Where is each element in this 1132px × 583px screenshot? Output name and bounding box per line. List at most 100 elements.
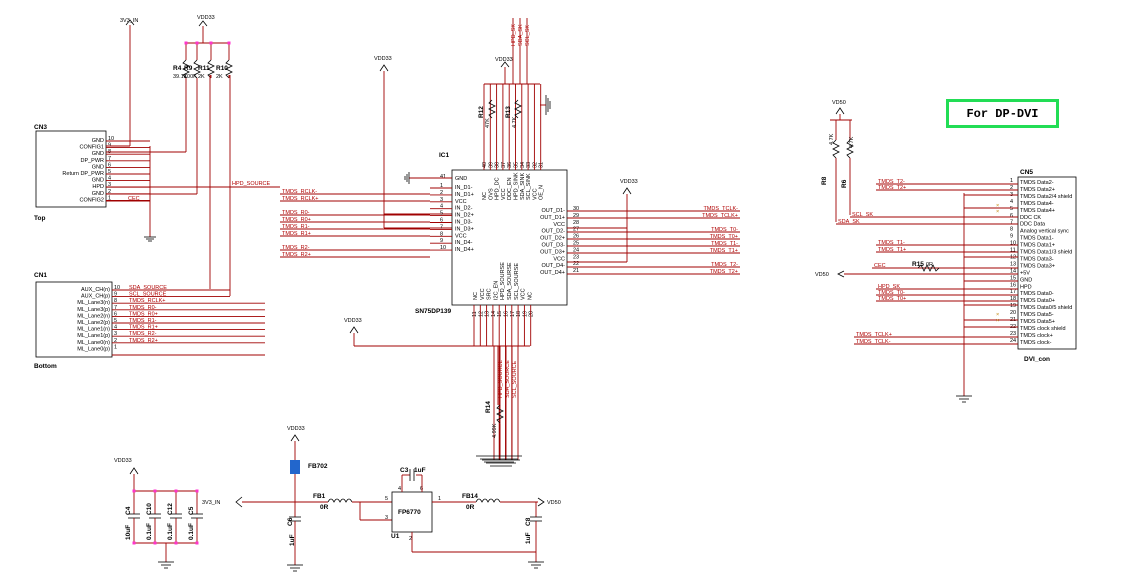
u1-pin1: 1: [438, 496, 441, 502]
cn5-pin-name: TMDS Data5+: [1020, 319, 1055, 325]
ic1-left-pin-num: 41: [440, 174, 446, 180]
ic1-bottom-pin-name: SCL_SOURSE: [514, 263, 520, 300]
vdd33-label-top: VDD33: [197, 15, 215, 21]
cn3-pin-num: 4: [108, 176, 111, 182]
ic1-part: SN75DP139: [415, 308, 452, 315]
ic1-top-pin-num: 36: [507, 162, 513, 168]
ic1-left-pin-num: 7: [440, 224, 443, 230]
vdd33-label-right: VDD33: [620, 179, 638, 185]
r15-ref: R15: [912, 261, 924, 268]
ic1-right-pin-num: 23: [573, 254, 579, 260]
cn3-pin-num: 5: [108, 169, 111, 175]
cn3-pin-num: 2: [108, 189, 111, 195]
cn3-pin-name: GND: [92, 164, 104, 170]
ic1-bottom-pin-name: VCC: [480, 288, 486, 300]
left-net-label: TMDS_RCLK-: [282, 189, 317, 195]
cn5-pin-num: 11: [1010, 248, 1016, 254]
ic1-top-pin-num: 37: [501, 162, 507, 168]
ic1-bottom-pin-num: 14: [491, 311, 497, 317]
ic1-top-pin-name: VCC: [501, 188, 507, 200]
ic1-right-pin-name: OUT_D2+: [540, 236, 565, 242]
cn1-body: [35, 281, 113, 358]
cn3-pin-num: 3: [108, 182, 111, 188]
ic1-top-pin-num: 40: [482, 162, 488, 168]
c8-ref: C8: [525, 517, 532, 526]
cn5-net-label: TMDS_T1+: [878, 247, 906, 253]
right-net-label: TMDS_T0-: [711, 227, 738, 233]
ic1-left-pin-name: IN_D4+: [455, 247, 474, 253]
top-bus-label: SCL_SK: [525, 25, 531, 46]
cn5-net-label: TMDS_T1-: [878, 240, 905, 246]
r6-val: 4.7K: [849, 136, 855, 148]
r12-r13: R12 47K R13 4.7K: [478, 95, 551, 128]
cn3-pin-name: GND: [92, 138, 104, 144]
u1-pin5: 5: [385, 496, 388, 502]
cn5-pin-name: TMDS Data1+: [1020, 243, 1055, 249]
fb1-ref: FB1: [313, 493, 326, 500]
r14-val: 4.99K: [492, 423, 498, 438]
cn5-ref: CN5: [1020, 169, 1033, 176]
cn1-pin-num: 2: [114, 338, 117, 344]
cn5-pin-name: TMDS Data2/4 shield: [1020, 194, 1072, 200]
ic1-bottom-pin-num: 15: [497, 311, 503, 317]
nc-mark: ×: [996, 318, 999, 324]
ic1-left-pin-num: 6: [440, 218, 443, 224]
c3-ref: C3: [400, 467, 409, 474]
cn5-pin-name: TMDS Data2-: [1020, 180, 1054, 186]
cn5-net-label: TMDS_TCLK-: [856, 339, 891, 345]
cn1-net-label: TMDS_R0+: [129, 311, 158, 317]
cn5-pin-name: Analog vertical sync: [1020, 229, 1069, 235]
u1-pin6: 6: [420, 486, 423, 492]
ic1-left-pin-name: VCC: [455, 233, 467, 239]
ic1-left-pin-name: IN_D1-: [455, 185, 473, 191]
ic1-right-pin-num: 22: [573, 261, 579, 267]
ic1-bottom-pin-num: 18: [516, 311, 522, 317]
r14-ref: R14: [485, 401, 492, 413]
vdd33-label-caps: VDD33: [114, 458, 132, 464]
cn5-net-label: SCL_SK: [852, 212, 873, 218]
hpd-source-net-label: HPD_SOURCE: [232, 181, 271, 187]
ic1-top-pin-num: 34: [520, 162, 526, 168]
r10-ref: R10: [216, 65, 228, 72]
cn5-pin-name: TMDS Data4-: [1020, 201, 1054, 207]
ic1-top-pin-num: 38: [495, 162, 501, 168]
ic1-right-pin-num: 24: [573, 247, 579, 253]
ic1-top-pin-num: 33: [526, 162, 532, 168]
cn5-pin-name: TMDS Data0-: [1020, 291, 1054, 297]
cn1-pin-num: 6: [114, 311, 117, 317]
right-net-label: TMDS_T2-: [711, 262, 738, 268]
right-net-label: TMDS_TCLK-: [703, 206, 738, 212]
fb702-ref: FB702: [308, 463, 328, 470]
cn1-net-label: TMDS_R1-: [129, 318, 157, 324]
cn5-net-label: CEC: [874, 263, 886, 269]
r15-val: 0R: [926, 262, 933, 268]
cn1-pin-num: 8: [114, 298, 117, 304]
fb14-ref: FB14: [462, 493, 478, 500]
cn1-pin-num: 7: [114, 305, 117, 311]
u1-pin2: 2: [409, 536, 412, 542]
right-net-label: TMDS_T1-: [711, 241, 738, 247]
cn5-pin-num: 1: [1010, 178, 1013, 184]
cap-val: 10uF: [125, 525, 132, 540]
ic1-top-pin-name: OE_N: [539, 185, 545, 200]
r8-ref: R8: [821, 176, 828, 185]
ic1-bottom-pin-name: SDA_SOURSE: [507, 262, 513, 300]
cn5-pin-num: 20: [1010, 310, 1016, 316]
cn5-pin-name: TMDS Data4+: [1020, 208, 1055, 214]
cn5-pin-name: TMDS Data1/3 shield: [1020, 250, 1072, 256]
cn1-pin-name: ML_Lane1(p): [77, 333, 110, 339]
cn1-pin-name: ML_Lane2(p): [77, 320, 110, 326]
ic1-top-pin-name: DDC_EN: [507, 177, 513, 200]
vdd33-label-ic-top: VDD33: [495, 57, 513, 63]
ic1-right-pin-name: VCC: [553, 222, 565, 228]
bottom-bus-label: SDA_SOURCE: [505, 360, 511, 398]
top-bus-label: SDA_SK: [518, 24, 524, 46]
cn5-pin-num: 12: [1010, 254, 1016, 260]
ic1-right-pin-name: OUT_D4+: [540, 270, 565, 276]
ic1-right-pin-num: 25: [573, 241, 579, 247]
r12-val: 47K: [485, 118, 491, 128]
r9-val: 100K: [184, 74, 197, 80]
ic1-bottom-pin-num: 19: [522, 311, 528, 317]
cn5-net-label: TMDS_TCLK+: [856, 332, 892, 338]
